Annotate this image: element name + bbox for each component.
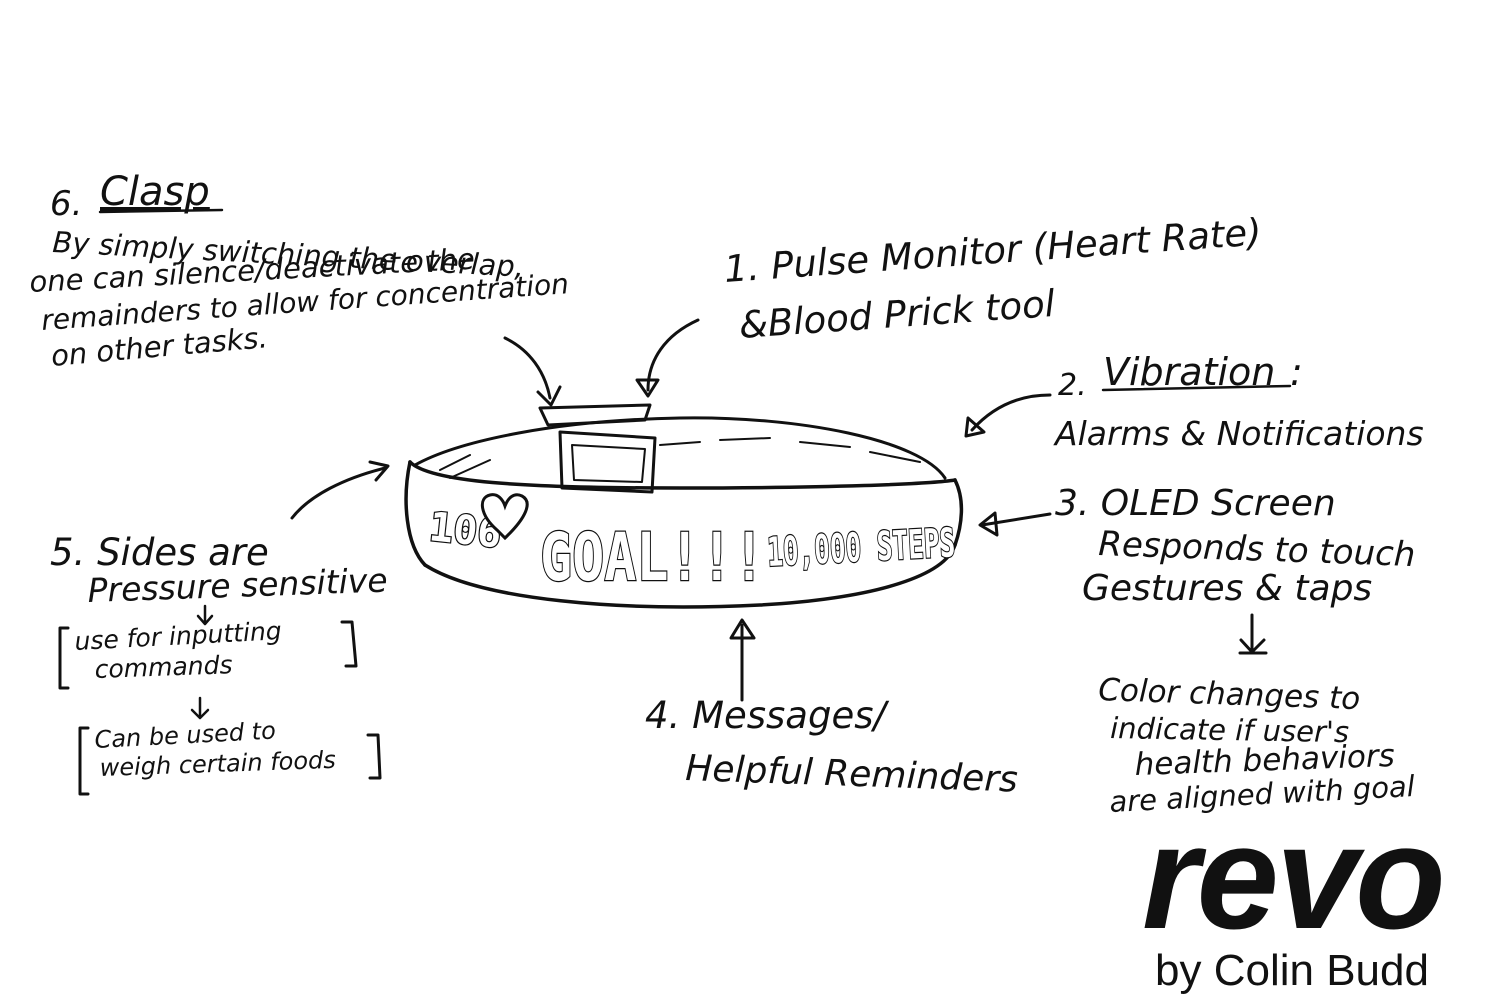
band-clasp-overlap: [538, 403, 652, 427]
arrow-oled-down: [1238, 613, 1268, 655]
arrow-messages: [729, 618, 756, 702]
band-inner-rim: [413, 416, 947, 480]
arrow-oled: [978, 511, 1052, 537]
sides-box2-left-bracket: [78, 726, 90, 796]
annotation-arrows: [190, 318, 1268, 720]
heart-icon: [480, 493, 529, 541]
sides-box1-line-1: use for inputting: [74, 616, 283, 656]
pulse-annotation: 1. Pulse Monitor (Heart Rate) &Blood Pri…: [723, 211, 1263, 347]
sides-annotation: 5. Sides are Pressure sensitive use for …: [50, 531, 388, 796]
oled-line-3: Gestures & taps: [1082, 568, 1372, 609]
arrow-sides-down-1: [196, 604, 214, 626]
brand-block: revo by Colin Budd: [1142, 795, 1446, 995]
vibration-annotation: 2. Vibration : Alarms & Notifications: [1053, 350, 1424, 453]
vibration-number: 2.: [1058, 368, 1087, 403]
pulse-sensor-window: [558, 430, 657, 494]
band-inner-hatching: [439, 437, 921, 479]
arrow-vibration: [964, 393, 1052, 438]
clasp-title-underline: [98, 208, 224, 214]
oled-sub-line-2: indicate if user's: [1110, 711, 1349, 749]
screen-steps: 10,000 STEPS: [766, 520, 956, 576]
arrow-sides: [290, 460, 390, 520]
oled-annotation: 3. OLED Screen Responds to touch Gesture…: [1055, 483, 1416, 819]
sides-line-1: 5. Sides are: [50, 531, 269, 574]
screen-goal: GOAL!!!: [540, 519, 765, 596]
arrow-clasp: [503, 336, 562, 407]
clasp-annotation: 6. Clasp By simply switching the overlap…: [29, 169, 570, 373]
clasp-title: Clasp: [100, 169, 210, 215]
band-top-edge: [408, 460, 957, 490]
messages-line-1: 4. Messages/: [645, 694, 890, 737]
arrow-sides-down-2: [190, 696, 210, 720]
oled-sub-line-1: Color changes to: [1098, 672, 1361, 717]
wristband-sketch: [404, 403, 964, 609]
oled-line-1: 3. OLED Screen: [1055, 483, 1336, 524]
sides-box1-line-2: commands: [94, 650, 233, 684]
band-left-side: [404, 460, 427, 567]
arrow-pulse: [635, 318, 700, 398]
band-bottom-edge: [423, 543, 957, 609]
vibration-title-underline: [1101, 384, 1292, 392]
vibration-line: Alarms & Notifications: [1053, 414, 1424, 453]
revo-logo: revo: [1142, 795, 1443, 960]
vibration-colon: :: [1290, 350, 1303, 394]
clasp-number: 6.: [50, 184, 82, 224]
sides-box2-right-bracket: [366, 733, 382, 780]
sides-box1-right-bracket: [340, 620, 358, 668]
sides-box1-left-bracket: [58, 626, 70, 690]
messages-annotation: 4. Messages/ Helpful Reminders: [645, 694, 1019, 801]
brand-byline: by Colin Budd: [1155, 946, 1429, 995]
band-right-side: [953, 478, 964, 547]
pulse-sensor-inner: [571, 444, 646, 483]
pulse-line-2: &Blood Prick tool: [738, 282, 1057, 347]
pulse-line-1: 1. Pulse Monitor (Heart Rate): [723, 211, 1263, 291]
band-screen: 106 GOAL!!! 10,000 STEPS: [426, 493, 957, 597]
messages-line-2: Helpful Reminders: [685, 748, 1019, 801]
